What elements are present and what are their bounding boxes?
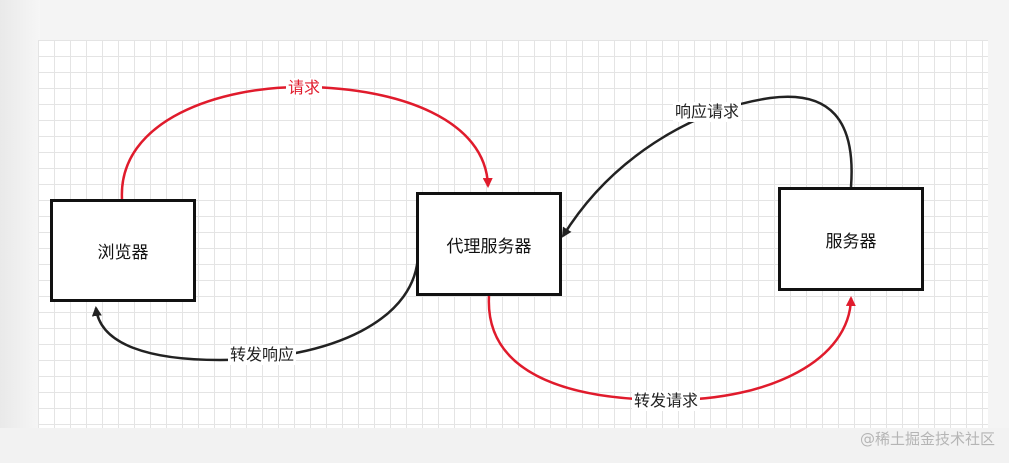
bottom-band (0, 428, 1009, 463)
edge-response-request (561, 95, 853, 238)
node-proxy-server-label: 代理服务器 (446, 236, 532, 257)
edge-forward-request (487, 295, 856, 402)
watermark: @稀土掘金技术社区 (859, 430, 995, 448)
node-server: 服务器 (778, 187, 924, 291)
node-browser: 浏览器 (50, 199, 196, 302)
edge-label-request: 请求 (286, 78, 323, 98)
left-shade (0, 0, 40, 463)
edge-label-forward-request: 转发请求 (632, 391, 701, 411)
edge-label-forward-response: 转发响应 (228, 345, 297, 365)
edge-label-response-request: 响应请求 (673, 102, 742, 122)
node-server-label: 服务器 (825, 231, 877, 252)
node-browser-label: 浏览器 (97, 243, 149, 263)
node-proxy-server: 代理服务器 (416, 192, 562, 296)
edge-request (120, 85, 493, 200)
